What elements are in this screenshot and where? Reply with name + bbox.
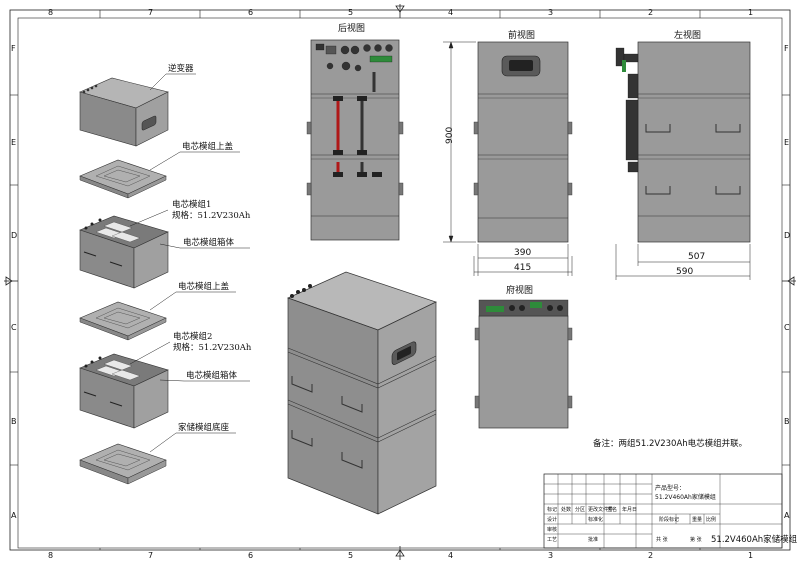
grid-row-right: B <box>784 417 790 426</box>
exploded-view: 逆变器 电芯模组上盖 电芯模组1 规格：51.2V <box>79 63 252 485</box>
tb-cell: 设计 <box>547 516 557 523</box>
grid-col-bottom: 6 <box>248 551 253 560</box>
grid-row-right: F <box>784 44 789 53</box>
grid-rows: F E D C B A F E D C B A <box>11 44 790 520</box>
top-view-title: 府视图 <box>506 284 533 296</box>
grid-row-left: B <box>11 417 17 426</box>
module-box-2 <box>79 353 169 429</box>
tb-product-label: 产品型号： <box>655 484 685 492</box>
tb-cell: 标准化 <box>588 516 603 523</box>
tb-cell: 工艺 <box>547 537 557 543</box>
tb-cell: 第 张 <box>690 536 702 543</box>
dim-front-outer: 415 <box>514 263 531 273</box>
top-view: 府视图 <box>474 284 573 429</box>
label-box-2: 电芯模组箱体 <box>186 370 238 381</box>
front-view: 前视图 900 390 415 <box>443 29 573 276</box>
tb-footer-name: 51.2V460Ah家储模组 <box>711 534 798 545</box>
grid-col-bottom: 2 <box>648 551 653 560</box>
label-module-2-spec: 规格：51.2V230Ah <box>173 342 252 353</box>
cover-part-2 <box>79 301 167 341</box>
rear-view: 后视图 <box>306 22 404 241</box>
title-block: 标记 处数 分区 更改文件号 签名 年月日 阶段标记 重量 比例 设计 标准化 … <box>543 473 798 549</box>
label-cover-1: 电芯模组上盖 <box>182 141 234 152</box>
grid-row-left: C <box>11 323 17 332</box>
grid-row-left: E <box>11 138 16 147</box>
label-base: 家储模组底座 <box>178 422 230 433</box>
tb-cell: 共 张 <box>656 536 668 543</box>
dim-height: 900 <box>445 127 455 144</box>
grid-col-top: 7 <box>148 8 153 17</box>
grid-row-right: C <box>784 323 790 332</box>
label-cover-2: 电芯模组上盖 <box>178 281 230 292</box>
tb-cell: 标记 <box>547 506 557 513</box>
rear-view-title: 后视图 <box>338 22 365 34</box>
assembly-isometric <box>287 271 437 515</box>
label-module-1-name: 电芯模组1 <box>172 199 211 210</box>
grid-columns: 8 7 6 5 4 3 2 1 8 7 6 5 4 3 2 1 <box>48 8 753 560</box>
grid-row-left: A <box>11 511 17 520</box>
tb-cell: 批准 <box>588 536 598 543</box>
tb-cell: 分区 <box>575 506 585 513</box>
tb-cell: 处数 <box>561 506 571 513</box>
grid-col-top: 1 <box>748 8 753 17</box>
grid-row-right: A <box>784 511 790 520</box>
grid-col-bottom: 4 <box>448 551 453 560</box>
grid-col-top: 2 <box>648 8 653 17</box>
grid-col-bottom: 5 <box>348 551 353 560</box>
grid-row-left: D <box>11 231 17 240</box>
grid-ticks <box>10 10 790 550</box>
left-view-title: 左视图 <box>674 29 701 41</box>
module-box-1 <box>79 215 169 289</box>
inverter-part <box>79 77 169 147</box>
grid-col-bottom: 7 <box>148 551 153 560</box>
grid-col-top: 8 <box>48 8 53 17</box>
tb-cell: 重量 <box>692 516 702 523</box>
remark-note: 备注：两组51.2V230Ah电芯模组并联。 <box>593 438 747 449</box>
tb-cell: 阶段标记 <box>659 516 679 523</box>
tb-cell: 更改文件号 <box>588 506 613 513</box>
label-module-1-spec: 规格：51.2V230Ah <box>172 210 251 221</box>
grid-row-right: D <box>784 231 790 240</box>
label-module-2-name: 电芯模组2 <box>173 331 212 342</box>
dim-left-outer: 590 <box>676 267 693 277</box>
grid-col-top: 4 <box>448 8 453 17</box>
grid-col-top: 6 <box>248 8 253 17</box>
label-inverter: 逆变器 <box>168 63 194 74</box>
grid-row-left: F <box>11 44 16 53</box>
grid-col-bottom: 8 <box>48 551 53 560</box>
grid-col-bottom: 1 <box>748 551 753 560</box>
left-view: 左视图 507 590 <box>615 29 751 280</box>
tb-cell: 年月日 <box>622 506 637 513</box>
label-box-1: 电芯模组箱体 <box>183 237 235 248</box>
grid-col-top: 5 <box>348 8 353 17</box>
base-part <box>79 443 167 485</box>
dim-left-inner: 507 <box>688 252 705 262</box>
grid-col-bottom: 3 <box>548 551 553 560</box>
tb-cell: 比例 <box>706 516 716 523</box>
grid-row-right: E <box>784 138 789 147</box>
cover-part-1 <box>79 159 167 199</box>
tb-cell: 审核 <box>547 526 557 533</box>
center-marks <box>4 4 796 560</box>
grid-col-top: 3 <box>548 8 553 17</box>
tb-cell: 签名 <box>607 506 617 513</box>
dim-front-inner: 390 <box>514 248 531 258</box>
front-view-title: 前视图 <box>508 29 535 41</box>
tb-product-name: 51.2V460Ah家储模组 <box>655 493 716 501</box>
